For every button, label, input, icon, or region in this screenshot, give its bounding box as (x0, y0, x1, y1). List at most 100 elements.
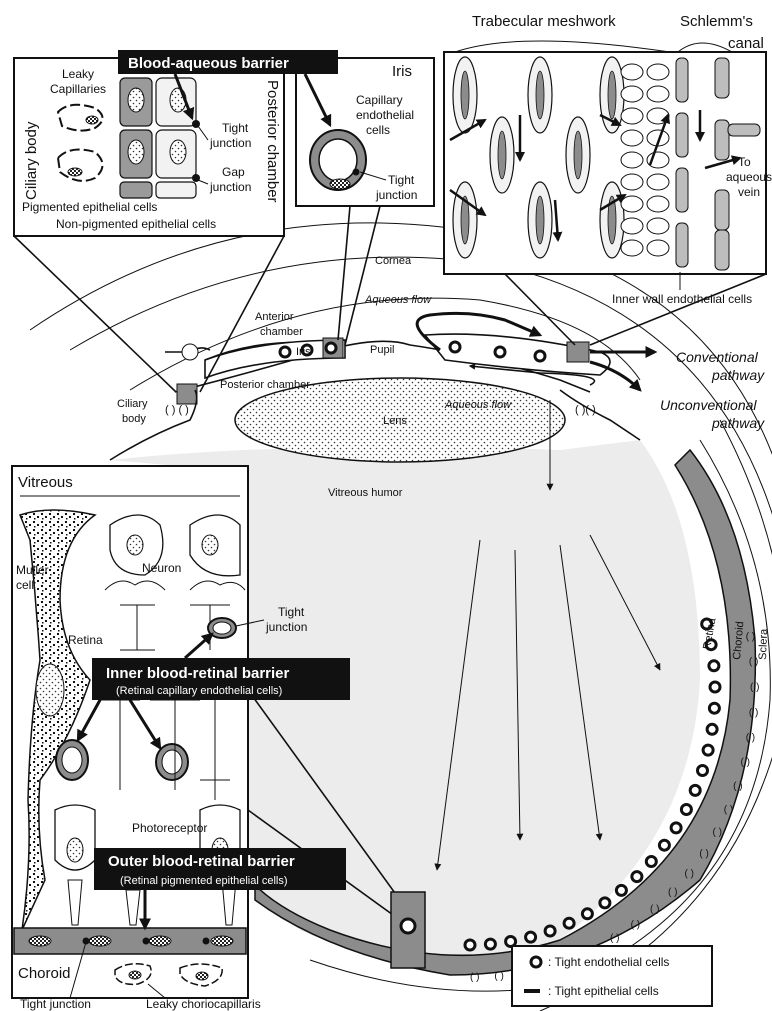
photoreceptor-label: Photoreceptor (132, 821, 207, 835)
juxtacanalicular-cell (621, 174, 643, 190)
svg-text:( ) ( ): ( ) ( ) (165, 404, 189, 416)
trabecular-title: Trabecular meshwork (472, 13, 616, 30)
choroid-vessel: ( ) (631, 920, 640, 931)
leaky-capillaries-2: Capillaries (50, 82, 106, 96)
iris-r-vessel-2 (495, 347, 505, 357)
iris-panel-label: Iris (392, 63, 412, 80)
iris-small-label: Iris (296, 346, 311, 358)
capillary-endothelial-3: cells (366, 123, 390, 137)
choroid-vessel: ( ) (713, 827, 722, 838)
juxtacanalicular-cell (647, 218, 669, 234)
retina-tight-junction-2: junction (265, 620, 307, 634)
juxtacanalicular-cell (621, 218, 643, 234)
legend: : Tight endothelial cells : Tight epithe… (512, 946, 712, 1006)
outer-barrier-title: Outer blood-retinal barrier (108, 853, 295, 870)
choroid-vessel: ( ) (724, 805, 733, 816)
ciliary-body-label-1: Ciliary (117, 398, 148, 410)
tight-endothelial-circle (703, 745, 713, 755)
ciliary-body-panel-label: Ciliary body (23, 121, 40, 200)
inner-barrier-sub: (Retinal capillary endothelial cells) (116, 685, 282, 697)
tight-junction-bottom-label: Tight junction (20, 997, 91, 1011)
to-vein-2: aqueous (726, 170, 772, 184)
choroid-vessel: ( ) (685, 868, 694, 879)
inner-wall-cell (676, 58, 688, 102)
muller-label-2: cell (16, 578, 34, 592)
vitreous-panel-label: Vitreous (18, 474, 73, 491)
tight-endothelial-circle (659, 840, 669, 850)
inner-wall-cell (676, 223, 688, 267)
capillary-endothelial-2: endothelial (356, 108, 414, 122)
pigmented-cell-3 (120, 182, 152, 198)
svg-text:( )( ): ( )( ) (575, 404, 596, 416)
trabecular-cell-nucleus (536, 196, 544, 244)
choroid-panel-label: Choroid (18, 965, 71, 982)
tight-endothelial-circle (564, 918, 574, 928)
tight-endothelial-circle (709, 661, 719, 671)
trabecular-cell-nucleus (461, 71, 469, 119)
posterior-chamber-panel-label: Posterior chamber (264, 80, 281, 203)
rpe-nucleus (211, 936, 233, 946)
blood-aqueous-panel: Ciliary body Leaky Capillaries Posterior… (14, 50, 434, 392)
choroid-vessel: ( ) (668, 887, 677, 898)
nonpig-cell-3 (156, 182, 196, 198)
retina-tight-junction-1: Tight (278, 605, 305, 619)
iris-r-vessel-3 (535, 351, 545, 361)
juxtacanalicular-cell (621, 86, 643, 102)
trabecular-cell-nucleus (608, 71, 616, 119)
schlemm-title-1: Schlemm's (680, 13, 753, 30)
tight-endothelial-circle (616, 885, 626, 895)
posterior-chamber-label: Posterior chamber (220, 379, 310, 391)
leaky-capillary-2-nucleus (68, 168, 82, 176)
unconventional-label-1: Unconventional (660, 397, 757, 413)
choroid-vessel: ( ) (746, 732, 755, 743)
ciliary-body-right (560, 390, 640, 440)
gap-junction-label-1: Gap (222, 165, 245, 179)
tight-endothelial-circle (526, 932, 536, 942)
angle-barrier-box (567, 342, 589, 362)
iris-vessel-2 (280, 347, 290, 357)
juxtacanalicular-cell (621, 130, 643, 146)
inner-wall-cell (676, 168, 688, 212)
nonpigmented-cells-label: Non-pigmented epithelial cells (56, 217, 216, 231)
choroid-vessel: ( ) (741, 757, 750, 768)
tight-junction-label-2: junction (209, 136, 251, 150)
pupil-label: Pupil (370, 344, 394, 356)
leaky-capillaries-1: Leaky (62, 67, 94, 81)
tight-endothelial-circle (710, 682, 720, 692)
rpe-nucleus (29, 936, 51, 946)
legend-endothelial-label: : Tight endothelial cells (548, 955, 669, 969)
tight-endothelial-circle (545, 926, 555, 936)
outflow-panel: Trabecular meshwork Schlemm's canal To a… (444, 13, 772, 345)
ciliary-process-head (182, 344, 198, 360)
outer-barrier-sub: (Retinal pigmented epithelial cells) (120, 875, 288, 887)
tight-endothelial-circle (582, 909, 592, 919)
ciliary-body-label-2: body (122, 413, 146, 425)
inner-wall-cell (676, 113, 688, 157)
rpe-nucleus (89, 936, 111, 946)
schlemm-title-2: canal (728, 35, 764, 52)
choroid-vessel: ( ) (470, 972, 479, 983)
blood-aqueous-banner-text: Blood-aqueous barrier (128, 55, 289, 72)
aqueous-flow-top-label: Aqueous flow (364, 294, 432, 306)
choroid-vessel: ( ) (494, 971, 503, 982)
juxtacanalicular-cell (647, 240, 669, 256)
juxtacanalicular-cell (621, 240, 643, 256)
retina-panel-label: Retina (68, 633, 103, 647)
sclera-eye-label: Sclera (757, 628, 770, 660)
capillary-endothelial-1: Capillary (356, 93, 403, 107)
inner-wall-label: Inner wall endothelial cells (612, 292, 752, 306)
lens-label: Lens (383, 415, 407, 427)
aqueous-flow-lower-label: Aqueous flow (444, 399, 512, 411)
tight-endothelial-circle (671, 823, 681, 833)
trabecular-cell-nucleus (574, 131, 582, 179)
rpe-tight-junction (143, 938, 150, 945)
tight-endothelial-circle (690, 785, 700, 795)
neuron-label: Neuron (142, 561, 181, 575)
juxtacanalicular-cell (647, 196, 669, 212)
rpe-tight-junction (203, 938, 210, 945)
tight-endothelial-circle (465, 940, 475, 950)
outer-wall-cell (715, 230, 729, 270)
iris-r-vessel-1 (450, 342, 460, 352)
conventional-label-1: Conventional (676, 349, 759, 365)
inner-barrier-title: Inner blood-retinal barrier (106, 665, 290, 682)
